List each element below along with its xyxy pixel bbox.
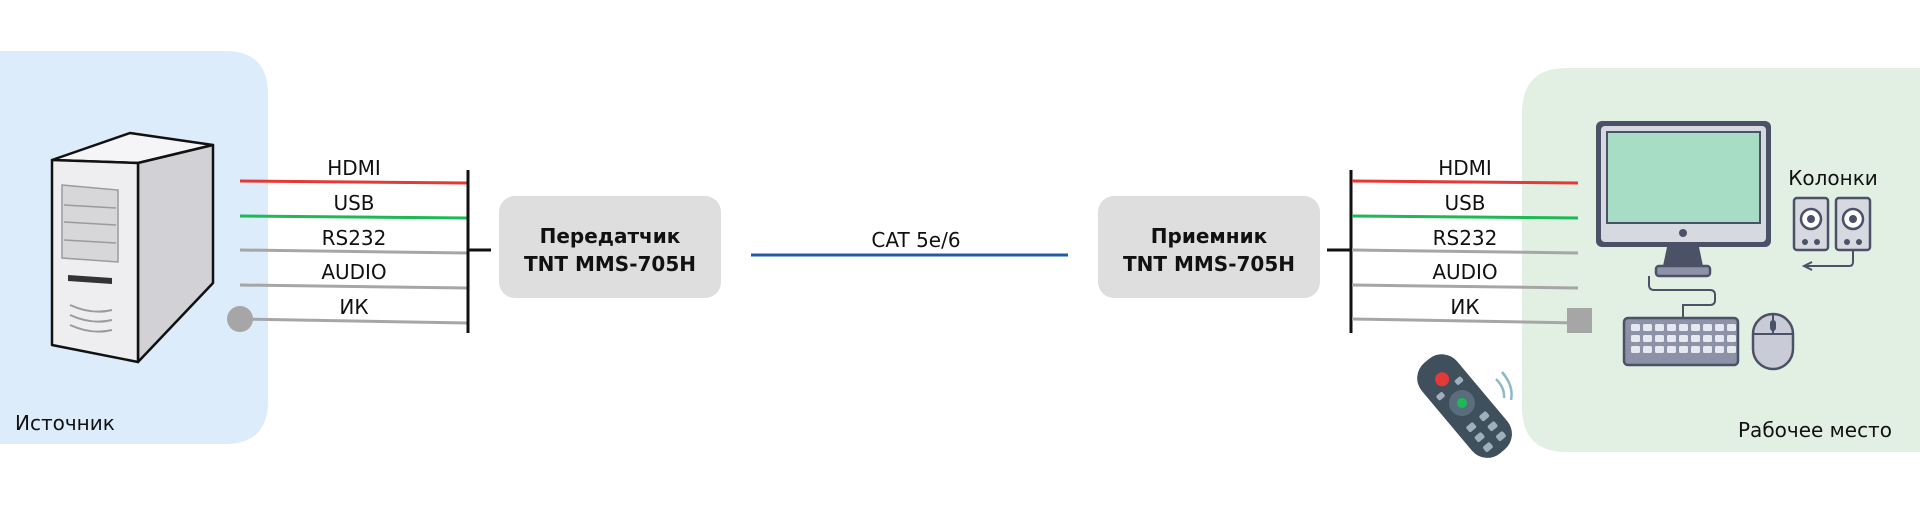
receiver-signal-lines: HDMI USB RS232 AUDIO ИК	[1327, 156, 1592, 333]
keyboard-key	[1631, 324, 1640, 331]
keyboard-key	[1715, 335, 1724, 342]
keyboard-key	[1691, 346, 1700, 353]
source-ir-line	[239, 317, 468, 325]
keyboard-key	[1691, 335, 1700, 342]
receiver-ir-line	[1351, 317, 1581, 325]
receiver-rs232-line	[1351, 248, 1579, 255]
receiver-ir-label: ИК	[1450, 295, 1479, 319]
source-ir-label: ИК	[339, 295, 368, 319]
receiver-usb-label: USB	[1444, 191, 1485, 215]
keyboard-key	[1667, 335, 1676, 342]
keyboard-key	[1631, 335, 1640, 342]
receiver-audio-label: AUDIO	[1432, 260, 1497, 284]
monitor-icon	[1596, 121, 1771, 278]
keyboard-key	[1715, 346, 1724, 353]
ir-signal-waves	[1495, 371, 1513, 401]
source-audio-line	[239, 283, 468, 290]
keyboard-key	[1703, 324, 1712, 331]
source-usb-label: USB	[333, 191, 374, 215]
source-rs232-label: RS232	[322, 226, 387, 250]
keyboard-key	[1727, 335, 1736, 342]
keyboard-key	[1631, 346, 1640, 353]
keyboard-key	[1727, 346, 1736, 353]
keyboard-key	[1703, 346, 1712, 353]
keyboard-icon	[1622, 316, 1740, 367]
ir-receiver-icon	[1567, 308, 1592, 333]
keyboard-key	[1655, 324, 1664, 331]
speakers-label: Колонки	[1788, 166, 1878, 190]
pc-tower-icon	[50, 131, 215, 364]
remote-control-icon	[1417, 354, 1512, 458]
keyboard-key	[1679, 346, 1688, 353]
receiver-rs232-label: RS232	[1433, 226, 1498, 250]
keyboard-cable	[1648, 276, 1716, 318]
keyboard-key	[1667, 346, 1676, 353]
transmitter-title: Передатчик	[540, 224, 681, 248]
receiver-block: Приемник TNT MMS-705H	[1098, 196, 1320, 298]
cat-link: CAT 5e/6	[751, 228, 1068, 257]
keyboard-key	[1679, 324, 1688, 331]
keyboard-key	[1655, 335, 1664, 342]
cat-link-label: CAT 5e/6	[871, 228, 960, 252]
receiver-audio-line	[1351, 283, 1579, 290]
source-hdmi-label: HDMI	[327, 156, 381, 180]
workplace-zone-label: Рабочее место	[1738, 418, 1892, 442]
receiver-box	[1098, 196, 1320, 298]
transmitter-block: Передатчик TNT MMS-705H	[499, 196, 721, 298]
ir-emitter-icon	[227, 306, 253, 332]
keyboard-key	[1715, 324, 1724, 331]
keyboard-key	[1679, 335, 1688, 342]
source-signal-lines: HDMI USB RS232 AUDIO ИК	[227, 156, 491, 333]
source-zone-label: Источник	[15, 411, 115, 435]
keyboard-key	[1643, 324, 1652, 331]
receiver-model: TNT MMS-705H	[1123, 252, 1295, 276]
speakers-icon	[1792, 196, 1872, 271]
transmitter-box	[499, 196, 721, 298]
source-usb-line	[239, 214, 468, 220]
keyboard-key	[1643, 346, 1652, 353]
source-rs232-line	[239, 248, 468, 255]
keyboard-key	[1643, 335, 1652, 342]
source-audio-label: AUDIO	[321, 260, 386, 284]
receiver-hdmi-line	[1351, 179, 1579, 185]
receiver-hdmi-label: HDMI	[1438, 156, 1492, 180]
receiver-title: Приемник	[1151, 224, 1268, 248]
keyboard-key	[1727, 324, 1736, 331]
keyboard-key	[1703, 335, 1712, 342]
source-hdmi-line	[239, 179, 468, 185]
keyboard-key	[1691, 324, 1700, 331]
keyboard-key	[1667, 324, 1676, 331]
receiver-usb-line	[1351, 214, 1579, 220]
transmitter-model: TNT MMS-705H	[524, 252, 696, 276]
mouse-icon	[1751, 312, 1795, 371]
keyboard-key	[1655, 346, 1664, 353]
